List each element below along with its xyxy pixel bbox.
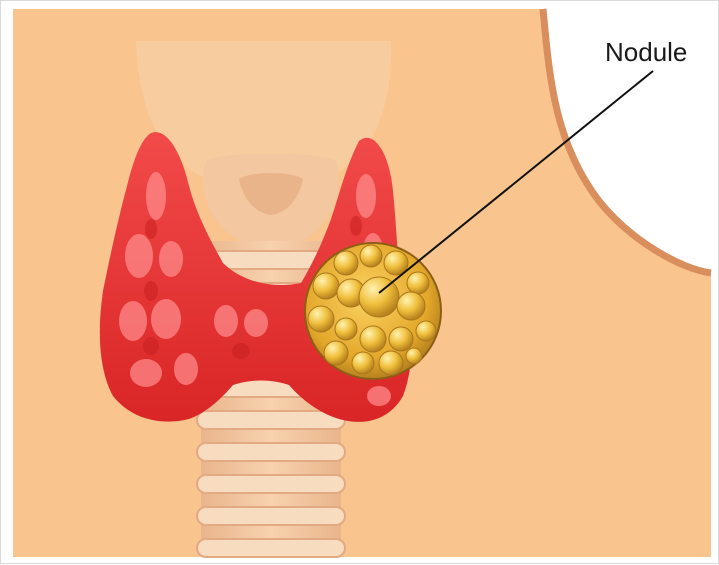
nodule [305,243,441,379]
nodule-label: Nodule [605,37,687,67]
